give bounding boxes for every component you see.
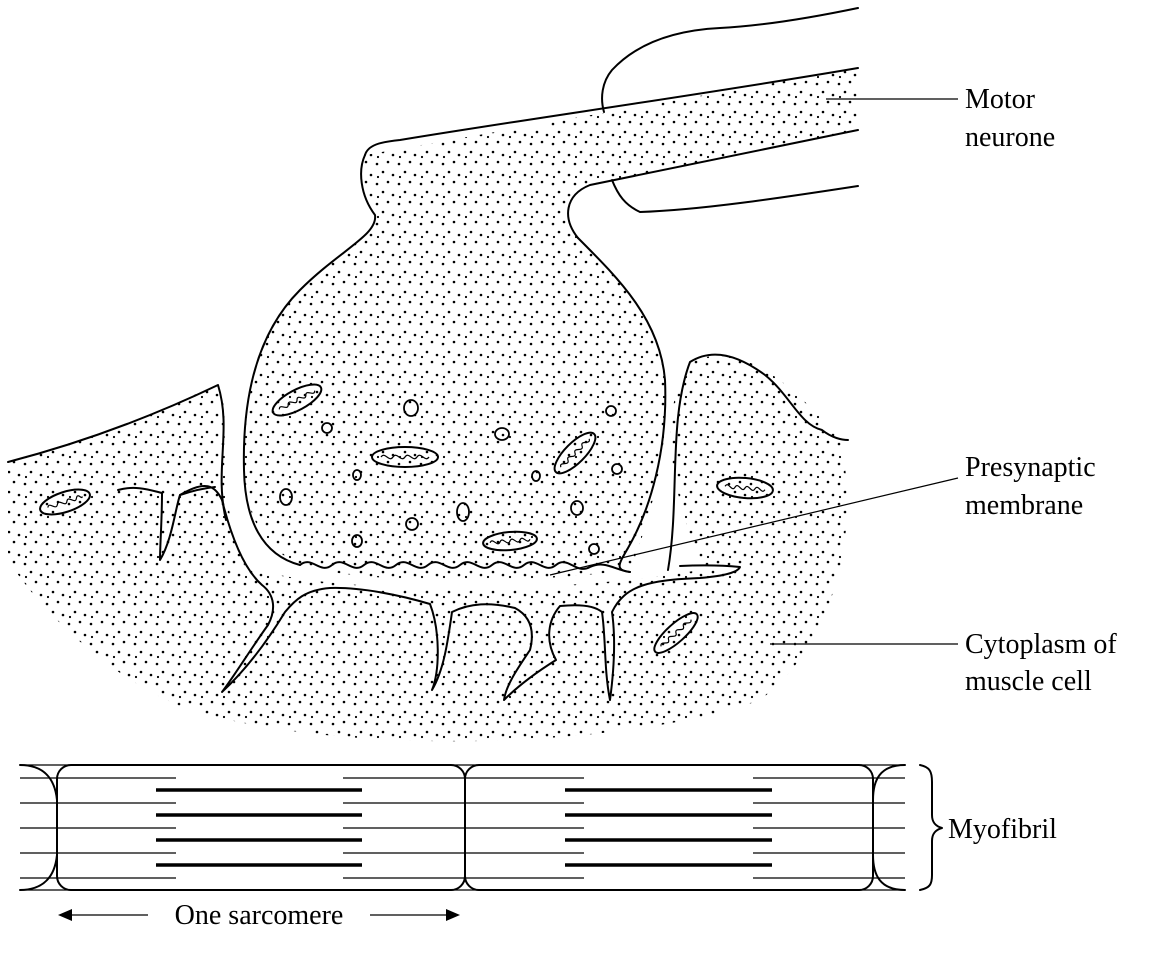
sarcomere-arrow: One sarcomere: [58, 900, 460, 931]
presynaptic-label-line2: membrane: [965, 490, 1083, 521]
myofibril-label: Myofibril: [948, 814, 1057, 845]
actin-filaments: [20, 778, 905, 878]
myofibril-brace: [920, 765, 942, 890]
cytoplasm-label-line1: Cytoplasm of: [965, 629, 1117, 660]
motor-neurone-label-line2: neurone: [965, 122, 1055, 153]
sarcomere-label: One sarcomere: [175, 900, 344, 931]
labels: Motor neurone Presynaptic membrane Cytop…: [948, 84, 1117, 845]
neurone-sheath-lower: [612, 180, 858, 212]
motor-neurone-label-line1: Motor: [965, 84, 1036, 115]
arrow-right-head: [446, 909, 460, 921]
arrow-left-head: [58, 909, 72, 921]
myofibril: [20, 765, 942, 890]
presynaptic-label-line1: Presynaptic: [965, 452, 1096, 483]
cytoplasm-label-line2: muscle cell: [965, 666, 1092, 697]
